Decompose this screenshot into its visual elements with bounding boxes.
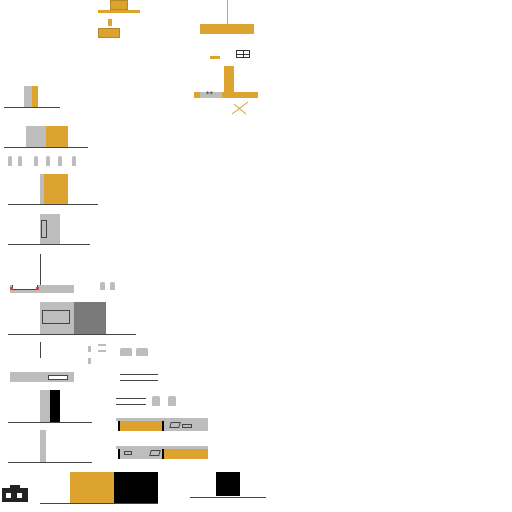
table-top [98,10,140,13]
block-black [114,472,158,504]
base-tray [12,285,38,290]
desk-top [194,92,258,98]
cabinet-gray [40,174,44,204]
row-2 [4,124,90,150]
row-1 [4,84,64,110]
panel-gray [40,390,50,422]
sofa-gold [118,421,162,431]
red-marker-right [36,287,39,290]
panel-gray [40,430,46,462]
baseline [4,107,60,108]
baseline [8,462,92,463]
block-gold [70,472,114,504]
baseline [40,503,158,504]
desk-drawer [200,92,222,98]
block-black [216,472,240,496]
shelf-unit [200,0,254,36]
pole [40,342,41,358]
base-slots [48,375,68,380]
lamp-stem [110,0,128,10]
shelf-pole [227,0,228,24]
mid-pegs [116,396,180,408]
sofa-2 [116,446,212,462]
block-gold [46,126,68,148]
bottom-bar-1 [40,470,160,504]
desk-tower [224,66,234,92]
small-drawer [210,56,220,59]
window-icon [236,50,250,58]
cross-icon [231,101,249,115]
baseline [4,147,88,148]
panel-black [50,390,60,422]
block-gray [26,126,46,148]
sofa-gray [118,449,162,459]
screen-gray [40,302,74,334]
furniture-set-top [98,0,140,40]
row-9 [8,430,98,464]
speaker-icon [2,485,28,502]
red-marker-left [10,287,13,290]
row-6 [8,302,138,336]
sofa-gold [162,449,208,459]
sofa-1 [116,418,210,434]
sofa-gray [162,421,208,431]
bottom-bar-2 [190,470,268,500]
row-4 [8,214,92,248]
baseline [8,244,90,245]
screen-dark [74,302,106,334]
chair-seat [98,28,120,38]
row-7 [8,342,168,384]
shelf-board [200,24,254,34]
desk-drawer-label: ** [206,90,213,98]
desk-unit: ** [194,66,260,102]
pole [40,254,41,288]
baseline [8,422,92,423]
peg-row [8,156,88,168]
base-gray [10,285,74,293]
cabinet-icon [40,214,60,244]
row-8 [8,390,98,424]
row-3 [8,174,100,208]
cabinet-gold [44,174,68,204]
baseline [8,334,136,335]
panel-gold [32,86,38,108]
row-5 [8,254,120,294]
baseline [190,497,266,498]
base-gray [10,372,74,382]
panel-gray [24,86,32,108]
baseline [8,204,98,205]
chair-small [108,19,112,26]
